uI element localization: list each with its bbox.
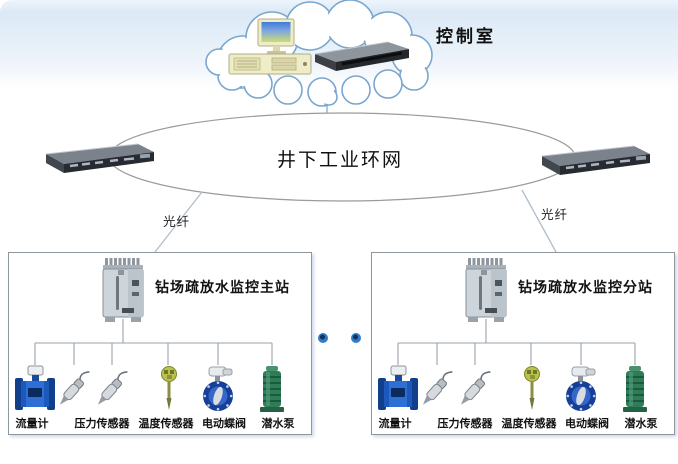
- temperature-sensor-icon: [518, 365, 546, 411]
- device-label-submersible-pump: 潜水泵: [261, 418, 295, 430]
- submersible-pump-icon: [255, 365, 289, 413]
- pressure-sensor-icon: [419, 365, 455, 411]
- station-box-slave: 钻场疏放水监控分站 流量计 压力传感器 温度传感器 电动蝶阀 潜水泵: [371, 252, 675, 435]
- station-bus-lines: [34, 319, 273, 365]
- station-box-master: 钻场疏放水监控主站 流量计 压力传感器 温度传感器 电动蝶阀 潜水泵: [8, 252, 312, 435]
- device-label-butterfly-valve: 电动蝶阀: [202, 418, 246, 430]
- fiber-link-left: [154, 191, 203, 253]
- station-title: 钻场疏放水监控主站: [155, 279, 290, 295]
- temperature-sensor-icon: [155, 365, 183, 411]
- station-title: 钻场疏放水监控分站: [518, 279, 653, 295]
- fiber-label-right: 光纤: [541, 208, 569, 222]
- device-label-temperature-sensor: 温度传感器: [138, 418, 194, 430]
- fiber-link-right: [521, 189, 557, 253]
- control-room-label: 控制室: [436, 27, 496, 46]
- ellipsis-dot: [318, 333, 328, 343]
- pressure-sensor-icon-2: [457, 365, 493, 411]
- butterfly-valve-icon: [198, 365, 238, 413]
- device-label-pressure-sensor: 压力传感器: [437, 418, 493, 430]
- device-label-flow-meter: 流量计: [15, 418, 49, 430]
- ellipsis-dot: [351, 333, 361, 343]
- submersible-pump-icon: [618, 365, 652, 413]
- station-bus-lines: [397, 319, 636, 365]
- pressure-sensor-icon-2: [94, 365, 130, 411]
- device-label-pressure-sensor: 压力传感器: [74, 418, 130, 430]
- flow-meter-icon: [376, 365, 420, 413]
- pressure-sensor-icon: [56, 365, 92, 411]
- device-label-temperature-sensor: 温度传感器: [501, 418, 557, 430]
- device-label-submersible-pump: 潜水泵: [624, 418, 658, 430]
- butterfly-valve-icon: [561, 365, 601, 413]
- ring-network-label: 井下工业环网: [276, 150, 403, 171]
- device-label-flow-meter: 流量计: [378, 418, 412, 430]
- fiber-label-left: 光纤: [163, 215, 191, 229]
- station-cabinet-icon: [455, 256, 515, 324]
- station-cabinet-icon: [92, 256, 152, 324]
- flow-meter-icon: [13, 365, 57, 413]
- device-label-butterfly-valve: 电动蝶阀: [565, 418, 609, 430]
